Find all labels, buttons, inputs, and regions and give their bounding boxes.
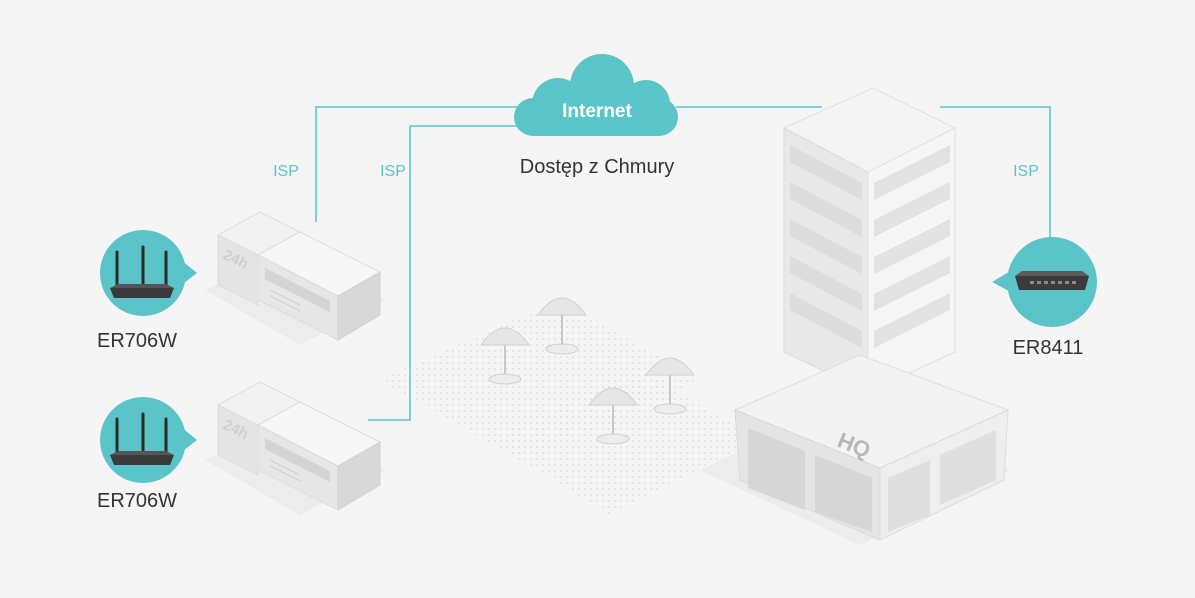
device-label-3: ER8411 [1013,337,1084,359]
shop-building-2 [205,381,385,515]
router-with-antennas-icon [110,412,174,465]
isp-label-2: ISP [380,163,406,180]
cloud-icon [514,54,678,136]
cloud-label: Internet [562,101,632,122]
plaza-umbrellas [480,297,695,445]
device-bubble-1 [100,230,197,316]
shop-building-1 [205,211,385,345]
isp-line-shop-2 [368,125,520,421]
device-label-2: ER706W [97,490,177,512]
plaza-floor [380,300,760,515]
device-bubble-2 [100,397,197,483]
device-bubble-3 [992,237,1097,327]
cloud-caption: Dostęp z Chmury [520,156,675,178]
router-with-antennas-icon [110,245,174,298]
connection-lines [315,106,1051,421]
isp-label-3: ISP [1013,163,1039,180]
device-label-1: ER706W [97,330,177,352]
isp-line-hq [940,106,1051,238]
isp-line-shop-1 [315,106,520,222]
isp-label-1: ISP [273,163,299,180]
hq-building [700,87,1010,545]
rackmount-router-icon [1015,271,1089,290]
